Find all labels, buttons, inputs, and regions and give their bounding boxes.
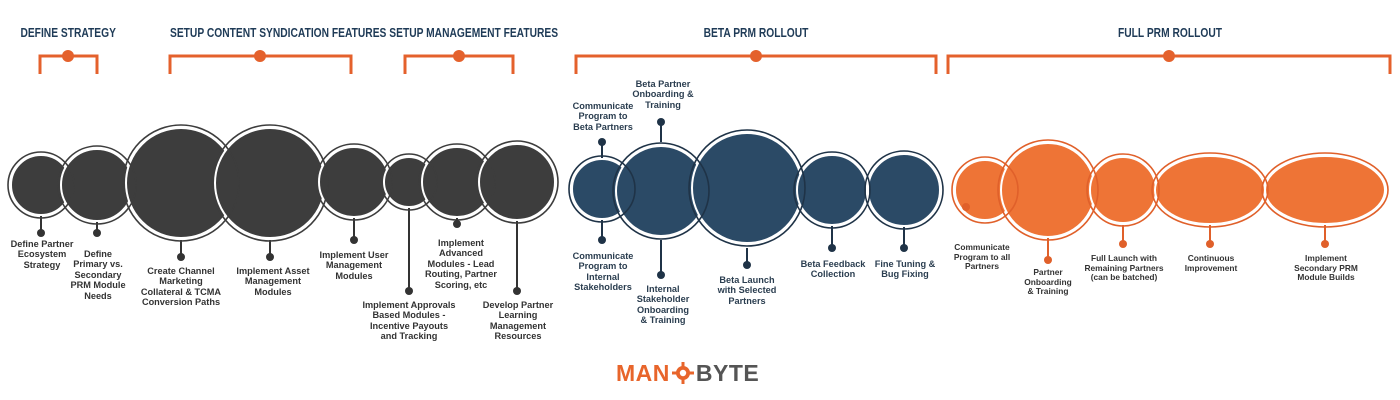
connector-dot xyxy=(93,229,101,237)
dark-circle-rings xyxy=(7,124,559,242)
bracket-dot xyxy=(254,50,266,62)
step-circle-ring xyxy=(951,156,1019,224)
connector-dot xyxy=(598,138,606,146)
step-circle-ring xyxy=(475,140,559,224)
step-circle-ring xyxy=(1086,153,1160,227)
connector-dot xyxy=(1206,240,1214,248)
step-circle-ring xyxy=(612,142,710,240)
step-circle-ring xyxy=(864,150,944,230)
connector-dot xyxy=(1119,240,1127,248)
step-circle-ring xyxy=(315,143,393,221)
orange-circles xyxy=(954,142,1386,238)
step-circle-ring xyxy=(7,151,75,219)
connector-dot xyxy=(405,287,413,295)
orange-circle-rings xyxy=(951,139,1389,241)
dark-circles xyxy=(10,127,556,239)
connector-dots xyxy=(37,118,1329,295)
step-label: Fine Tuning &Bug Fixing xyxy=(874,259,936,280)
connector-dot xyxy=(37,229,45,237)
connector-dot xyxy=(1044,256,1052,264)
step-circle xyxy=(478,143,556,221)
step-circle-ring xyxy=(122,124,240,242)
blue-circle-rings xyxy=(568,129,944,247)
step-circle xyxy=(60,148,134,222)
phase-title-full-rollout: FULL PRM ROLLOUT xyxy=(1117,26,1223,40)
phase-title-content-syndication: SETUP CONTENT SYNDICATION FEATURES xyxy=(169,26,387,40)
connector-dot xyxy=(453,220,461,228)
step-circle xyxy=(1264,155,1386,225)
connector-dot xyxy=(177,253,185,261)
step-circle xyxy=(1089,156,1157,224)
connector-dot xyxy=(657,118,665,126)
gear-icon xyxy=(671,362,694,389)
step-circle xyxy=(867,153,941,227)
manobyte-logo: MAN BYTE xyxy=(616,360,759,386)
bracket-dot xyxy=(750,50,762,62)
connector-dot xyxy=(743,261,751,269)
connector-dot xyxy=(350,236,358,244)
connector-dot xyxy=(598,236,606,244)
step-circle-ring xyxy=(1151,152,1269,228)
connector-dot xyxy=(657,271,665,279)
phase-title-define-strategy: DEFINE STRATEGY xyxy=(20,26,116,40)
connector-dot xyxy=(900,244,908,252)
phase-title-beta-rollout: BETA PRM ROLLOUT xyxy=(703,26,809,40)
connector-dot xyxy=(266,253,274,261)
step-circle-ring xyxy=(57,145,137,225)
connector-dot xyxy=(1321,240,1329,248)
logo-text-man: MAN xyxy=(616,360,670,386)
bracket-dot xyxy=(62,50,74,62)
phase-brackets xyxy=(38,54,1392,74)
step-circle-ring xyxy=(1261,152,1389,228)
connector-dot xyxy=(828,244,836,252)
blue-circles xyxy=(571,132,941,244)
step-circle xyxy=(1154,155,1266,225)
step-circle-ring xyxy=(211,124,329,242)
phase-bracket-dots xyxy=(62,50,1175,62)
bracket-dot xyxy=(453,50,465,62)
step-circle xyxy=(318,146,390,218)
step-circle xyxy=(214,127,326,239)
phase-title-management: SETUP MANAGEMENT FEATURES xyxy=(389,26,559,40)
step-circle-ring xyxy=(568,155,636,223)
step-circle-ring xyxy=(793,151,871,229)
step-circle-ring xyxy=(380,153,438,211)
bracket-dot xyxy=(1163,50,1175,62)
step-circle xyxy=(796,154,868,226)
logo-text-byte: BYTE xyxy=(695,360,760,386)
step-circle xyxy=(1000,142,1096,238)
connector-dot xyxy=(513,287,521,295)
connector-dot xyxy=(962,203,970,211)
step-circle-ring xyxy=(688,129,806,247)
step-circle-ring xyxy=(997,139,1099,241)
